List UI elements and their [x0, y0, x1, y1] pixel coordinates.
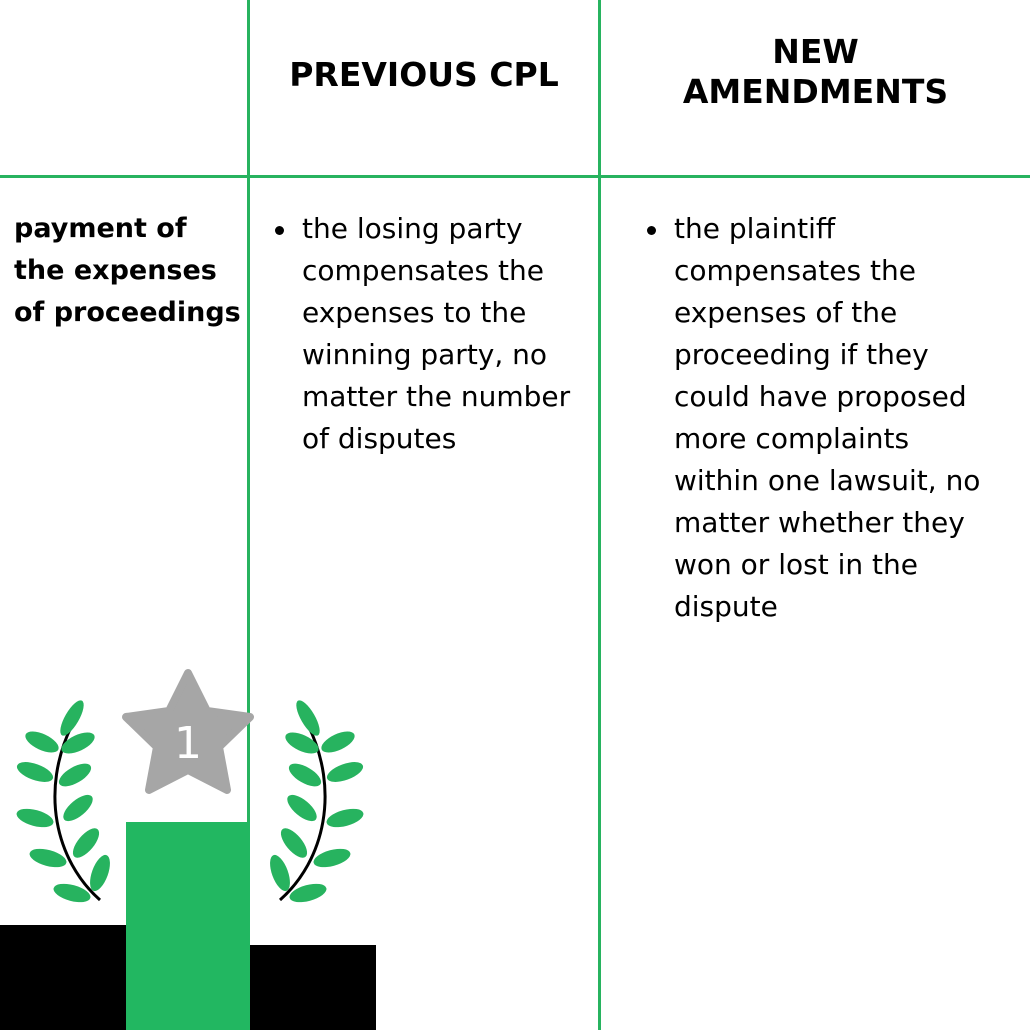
list-item-line: compensates the: [674, 254, 916, 287]
list-item-line: of disputes: [302, 422, 457, 455]
podium-trophy-icon: 1: [0, 669, 376, 1030]
list-item-line: expenses to the: [302, 296, 527, 329]
list-item-line: proceeding if they: [674, 338, 929, 371]
laurel-right-icon: [270, 700, 364, 903]
row-label-line: the expenses: [14, 255, 217, 286]
column-divider-right: [598, 0, 601, 1030]
list-item-line: won or lost in the: [674, 548, 918, 581]
list-item: the losing party compensates the expense…: [272, 208, 592, 460]
list-item-line: the plaintiff: [674, 212, 836, 245]
list-item-line: matter whether they: [674, 506, 965, 539]
list-item: the plaintiff compensates the expenses o…: [644, 208, 1024, 628]
list-item-line: expenses of the: [674, 296, 898, 329]
previous-cpl-list: the losing party compensates the expense…: [272, 208, 592, 460]
header-previous-cpl: PREVIOUS CPL: [250, 55, 598, 95]
header-line: PREVIOUS CPL: [289, 55, 559, 94]
list-item-line: winning party, no: [302, 338, 548, 371]
podium-second-block: [0, 925, 128, 1030]
list-item-line: within one lawsuit, no: [674, 464, 981, 497]
list-item-line: more complaints: [674, 422, 910, 455]
podium-first-block: [126, 822, 250, 1030]
star-number: 1: [174, 718, 202, 769]
laurel-left-icon: [16, 700, 110, 903]
header-line: AMENDMENTS: [682, 72, 949, 111]
header-divider: [0, 175, 1030, 178]
new-amendments-list: the plaintiff compensates the expenses o…: [644, 208, 1024, 628]
row-label: payment of the expenses of proceedings: [14, 208, 244, 334]
column-divider-left: [247, 0, 250, 1030]
list-item-line: dispute: [674, 590, 778, 623]
podium-third-block: [250, 945, 376, 1030]
header-line: NEW: [772, 32, 859, 71]
header-new-amendments: NEW AMENDMENTS: [601, 32, 1030, 112]
row-label-line: payment of: [14, 213, 187, 244]
list-item-line: compensates the: [302, 254, 544, 287]
row-label-line: of proceedings: [14, 297, 241, 328]
star-icon: 1: [122, 669, 254, 794]
list-item-line: could have proposed: [674, 380, 967, 413]
list-item-line: matter the number: [302, 380, 571, 413]
list-item-line: the losing party: [302, 212, 523, 245]
